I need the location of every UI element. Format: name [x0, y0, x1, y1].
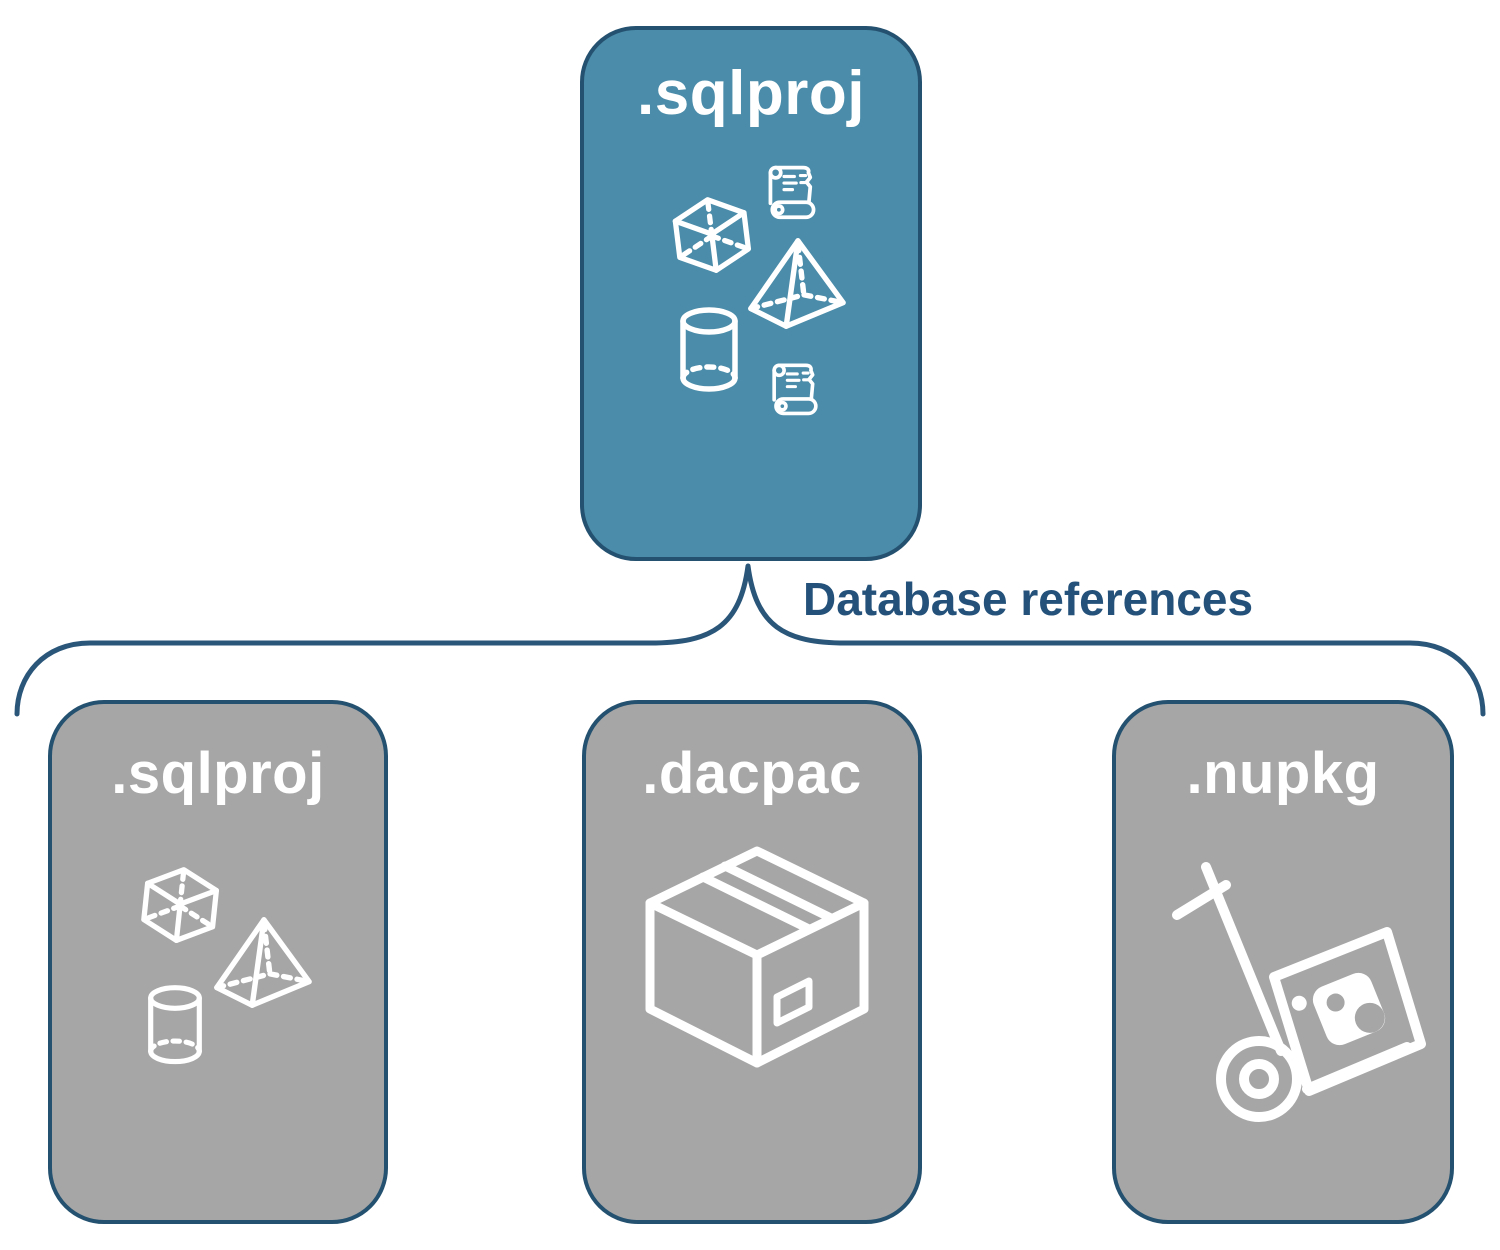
node-dacpac: .dacpac	[582, 700, 922, 1224]
node-title: .sqlproj	[637, 59, 865, 128]
cylinder-icon	[674, 306, 744, 398]
node-sqlproj-root: .sqlproj	[580, 26, 922, 561]
nuget-logo	[1291, 972, 1386, 1046]
connector-label: Database references	[803, 573, 1254, 625]
node-title: .nupkg	[1186, 741, 1380, 806]
node-nupkg: .nupkg	[1112, 700, 1454, 1224]
package-box-icon	[637, 839, 877, 1105]
hand-truck-nuget-icon	[1169, 859, 1426, 1124]
cube-icon	[127, 855, 232, 957]
pyramid-icon	[742, 234, 850, 336]
cube-icon	[659, 184, 765, 287]
node-title: .dacpac	[642, 741, 862, 806]
node-sqlproj-child: .sqlproj	[48, 700, 388, 1224]
scroll-icon	[766, 358, 824, 418]
pyramid-icon	[208, 914, 316, 1014]
scroll-icon	[762, 160, 822, 222]
node-title: .sqlproj	[111, 741, 325, 806]
cylinder-icon	[140, 984, 210, 1070]
